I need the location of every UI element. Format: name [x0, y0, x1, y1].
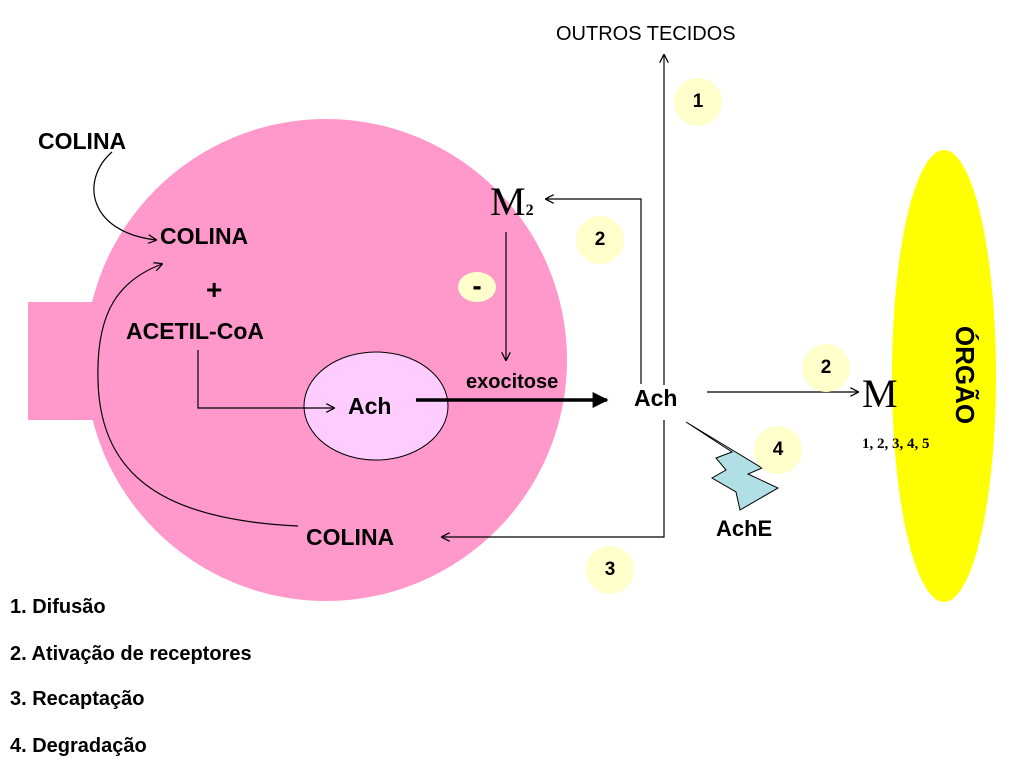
step-marker-degradation: 4 [754, 426, 802, 474]
nerve-terminal [85, 119, 567, 601]
inhibition-marker: - [458, 272, 496, 302]
step-marker-diffusion: 1 [674, 78, 722, 126]
effector-organ [892, 150, 996, 602]
organ-label: ÓRGÃO [950, 325, 980, 425]
step-marker-reuptake: 3 [586, 546, 634, 594]
choline-uptake-arrow [93, 151, 156, 240]
exocytosis-label: exocitose [466, 371, 559, 393]
ache-enzyme-icon [685, 421, 780, 511]
choline-inside-label: COLINA [160, 223, 249, 249]
m-receptor-subtypes: 1, 2, 3, 4, 5 [862, 436, 930, 452]
step-marker-m-activation: 2 [802, 344, 850, 392]
vesicle-ach-label: Ach [348, 393, 392, 419]
m2-receptor: M2 [490, 182, 534, 222]
legend-item-diffusion: 1. Difusão [10, 596, 106, 618]
plus-sign: + [206, 274, 223, 305]
legend-item-receptor-activation: 2. Ativação de receptores [10, 643, 252, 665]
synthesis-arrow [197, 350, 334, 408]
choline-recycle-arrow [97, 264, 299, 527]
reuptake-arrow [442, 420, 665, 537]
ache-label: AchE [716, 516, 773, 541]
synaptic-ach-label: Ach [634, 385, 678, 411]
legend-item-degradation: 4. Degradação [10, 735, 147, 757]
m2-receptor-subscript: 2 [525, 202, 534, 219]
m2-activation-arrow [546, 199, 642, 384]
legend-item-reuptake: 3. Recaptação [10, 688, 145, 710]
acetyl-coa-label: ACETIL-CoA [126, 318, 264, 344]
m-receptor-letter: M [862, 371, 898, 416]
step-marker-m2-activation: 2 [576, 216, 624, 264]
m2-receptor-letter: M [490, 179, 526, 224]
other-tissues-label: OUTROS TECIDOS [556, 23, 736, 45]
synaptic-vesicle [303, 351, 449, 461]
choline-outside-label: COLINA [38, 128, 127, 154]
choline-reuptake-label: COLINA [306, 524, 395, 550]
